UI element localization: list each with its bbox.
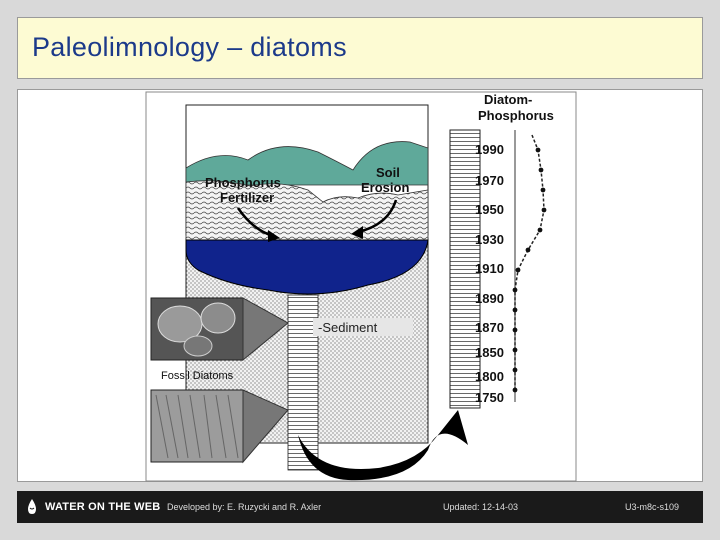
water-on-the-web-logo: WATER ON THE WEB (25, 497, 160, 517)
pointer-upper (242, 297, 289, 362)
profile-point (512, 327, 518, 333)
profile-point (537, 227, 543, 233)
content-panel: -Sediment Phosphorus Fertilizer Soil Ero… (17, 89, 703, 482)
title-bar: Paleolimnology – diatoms (17, 17, 703, 79)
chart-header-line2: Phosphorus (478, 108, 554, 123)
year-labels: 1990 1970 1950 1930 1910 1890 1870 1850 … (475, 142, 504, 405)
diatom-cell-b (200, 302, 236, 334)
year-label-7: 1850 (475, 345, 504, 360)
profile-point (540, 187, 546, 193)
phosphorus-label-line2: Fertilizer (220, 190, 274, 205)
soil-label-line1: Soil (376, 165, 400, 180)
logo-text: WATER ON THE WEB (45, 501, 161, 513)
year-label-9: 1750 (475, 390, 504, 405)
sediment-core (287, 294, 319, 471)
slide-title: Paleolimnology – diatoms (32, 32, 347, 62)
diatom-cell-c (183, 335, 213, 357)
profile-point (512, 387, 518, 393)
fossil-diatoms-label: Fossil Diatoms (161, 370, 234, 382)
erosion-arrowhead (351, 226, 363, 239)
profile-point (512, 347, 518, 353)
fertilizer-arrowhead (268, 230, 280, 242)
year-label-6: 1870 (475, 320, 504, 335)
paleolimnology-diagram: -Sediment Phosphorus Fertilizer Soil Ero… (145, 91, 577, 482)
profile-point (512, 307, 518, 313)
lake-shape (185, 239, 429, 295)
chart-header-line1: Diatom- (484, 92, 532, 107)
year-label-2: 1950 (475, 202, 504, 217)
hills-shape (185, 141, 429, 186)
year-label-3: 1930 (475, 232, 504, 247)
profile-points (512, 147, 547, 393)
profile-point (512, 367, 518, 373)
phosphorus-profile-line (514, 134, 545, 390)
year-label-1: 1970 (475, 173, 504, 188)
profile-point (541, 207, 547, 213)
profile-point (538, 167, 544, 173)
year-label-0: 1990 (475, 142, 504, 157)
updated-text: Updated: 12-14-03 (443, 502, 519, 512)
phosphorus-label-line1: Phosphorus (205, 175, 281, 190)
sediment-label: -Sediment (318, 320, 378, 335)
soil-label-line2: Erosion (361, 180, 409, 195)
year-label-5: 1890 (475, 291, 504, 306)
pointer-lower (242, 389, 289, 464)
year-label-8: 1800 (475, 369, 504, 384)
stratigraphy-bar (449, 129, 481, 409)
profile-point (515, 267, 521, 273)
credit-text: Developed by: E. Ruzycki and R. Axler (167, 502, 322, 512)
slide-code: U3-m8c-s109 (625, 502, 680, 512)
water-drop-icon (28, 499, 36, 514)
profile-point (512, 287, 518, 293)
diatom-texture (155, 394, 239, 459)
land-surface (185, 180, 429, 241)
profile-point (535, 147, 541, 153)
footer-bar: WATER ON THE WEB Developed by: E. Ruzyck… (17, 491, 703, 523)
year-label-4: 1910 (475, 261, 504, 276)
sediment-label-box (313, 318, 413, 336)
profile-point (525, 247, 531, 253)
